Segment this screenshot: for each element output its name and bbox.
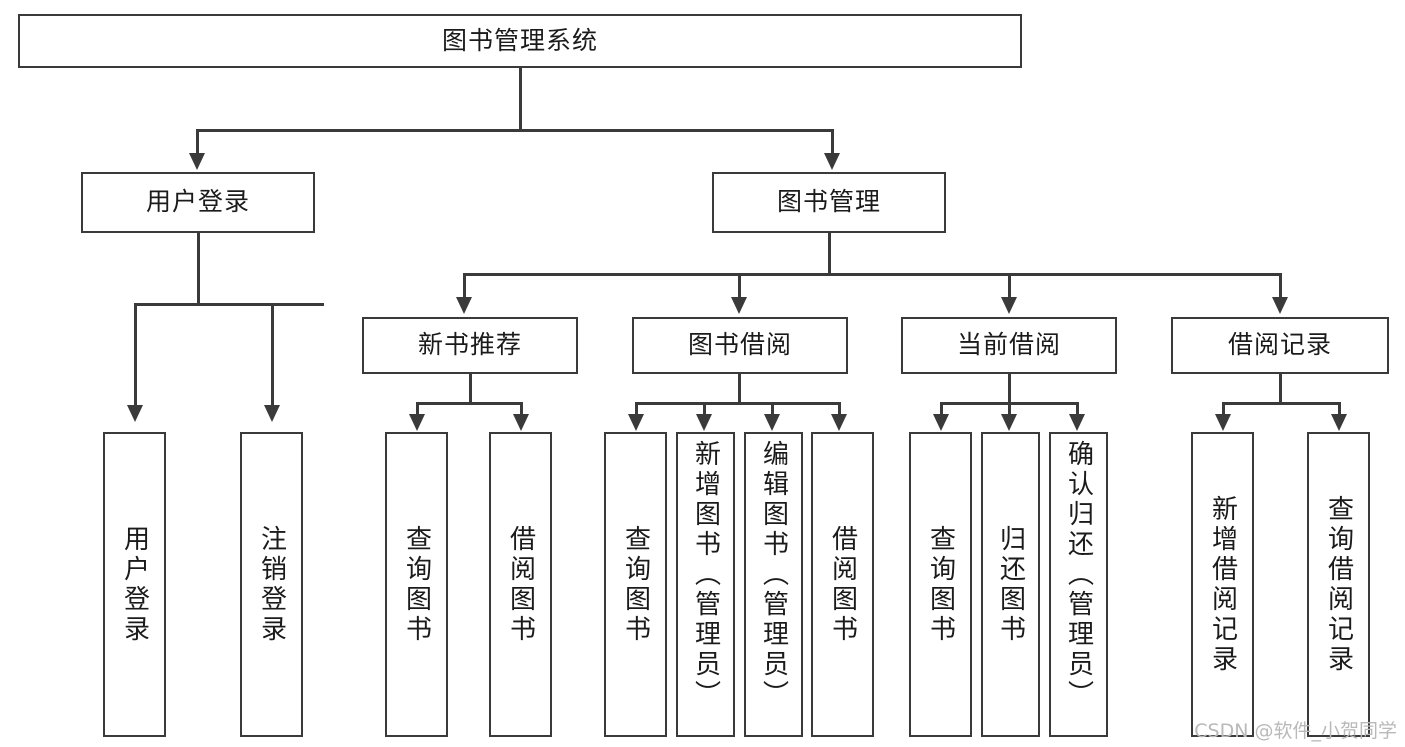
connector-bb-to-leaf-4 [838, 402, 841, 416]
leaf-br-add-record[interactable]: 新增借阅记录 [1191, 432, 1254, 737]
connector-nb-to-leaf-2 [520, 402, 523, 416]
leaf-cb-return-book[interactable]: 归还图书 [981, 432, 1040, 737]
connector-root-to-book-management [831, 129, 834, 155]
connector-br-to-leaf-1 [1222, 402, 1225, 416]
node-label: 查询图书 [925, 524, 956, 645]
node-label: 确认归还（管理员） [1063, 440, 1094, 710]
connector-book-management-bar [463, 273, 1279, 276]
connector-new-book-bar [416, 402, 522, 405]
arrow-head-bb-leaf-4 [831, 414, 847, 431]
arrow-head-cb-leaf-1 [933, 414, 949, 431]
leaf-logout[interactable]: 注销登录 [240, 432, 303, 737]
connector-cb-to-leaf-1 [940, 402, 943, 416]
node-book-borrow[interactable]: 图书借阅 [632, 317, 848, 374]
connector-book-borrow-stem [738, 374, 741, 404]
arrow-head-root-to-book-management [824, 153, 840, 170]
leaf-bb-add-book-admin[interactable]: 新增图书（管理员） [676, 432, 735, 737]
connector-borrow-record-stem [1279, 374, 1282, 404]
connector-bm-to-borrow-record [1279, 273, 1282, 299]
connector-bb-to-leaf-3 [771, 402, 774, 416]
connector-nb-to-leaf-1 [416, 402, 419, 416]
leaf-user-login[interactable]: 用户登录 [103, 432, 166, 737]
leaf-nb-borrow-book[interactable]: 借阅图书 [489, 432, 552, 737]
node-label: 新书推荐 [417, 330, 522, 360]
arrow-head-user-login-leaf-2 [264, 405, 280, 422]
connector-user-login-stem [197, 233, 200, 305]
node-label: 归还图书 [995, 524, 1026, 645]
node-label: 新增图书（管理员） [690, 440, 721, 710]
node-label: 用户登录 [145, 187, 250, 217]
connector-bm-to-current-borrow [1008, 273, 1011, 299]
node-label: 借阅图书 [827, 524, 858, 645]
arrow-head-bm-current-borrow [1001, 297, 1017, 314]
arrow-head-root-to-user-login [189, 153, 205, 170]
arrow-head-bb-leaf-2 [696, 414, 712, 431]
leaf-cb-query-book[interactable]: 查询图书 [909, 432, 972, 737]
node-label: 图书借阅 [687, 330, 792, 360]
connector-current-borrow-stem [1008, 374, 1011, 404]
node-label: 借阅记录 [1227, 330, 1332, 360]
leaf-bb-borrow-book[interactable]: 借阅图书 [811, 432, 874, 737]
connector-book-management-stem [828, 233, 831, 275]
leaf-br-query-record[interactable]: 查询借阅记录 [1307, 432, 1370, 737]
leaf-bb-query-book[interactable]: 查询图书 [604, 432, 667, 737]
connector-user-login-to-leaf-2 [271, 303, 274, 407]
arrow-head-br-leaf-2 [1331, 414, 1347, 431]
node-root-book-management-system[interactable]: 图书管理系统 [18, 14, 1022, 68]
connector-cb-to-leaf-2 [1008, 402, 1011, 416]
node-current-borrow[interactable]: 当前借阅 [901, 317, 1117, 374]
arrow-head-bm-borrow-record [1272, 297, 1288, 314]
arrow-head-bb-leaf-3 [764, 414, 780, 431]
connector-root-bar [196, 129, 833, 132]
connector-bm-to-book-borrow [738, 273, 741, 299]
connector-root-stem [519, 68, 522, 131]
node-label: 查询借阅记录 [1323, 494, 1354, 675]
leaf-nb-query-book[interactable]: 查询图书 [385, 432, 448, 737]
node-label: 当前借阅 [956, 330, 1061, 360]
node-book-management[interactable]: 图书管理 [712, 172, 946, 233]
node-label: 用户登录 [119, 524, 150, 645]
node-label: 借阅图书 [505, 524, 536, 645]
arrow-head-bm-book-borrow [731, 297, 747, 314]
connector-borrow-record-bar [1222, 402, 1338, 405]
arrow-head-cb-leaf-3 [1069, 414, 1085, 431]
connector-bb-to-leaf-1 [635, 402, 638, 416]
connector-bb-to-leaf-2 [703, 402, 706, 416]
node-label: 查询图书 [401, 524, 432, 645]
arrow-head-user-login-leaf-1 [127, 405, 143, 422]
arrow-head-nb-leaf-1 [409, 414, 425, 431]
connector-user-login-to-leaf-1 [134, 303, 137, 407]
leaf-bb-edit-book-admin[interactable]: 编辑图书（管理员） [744, 432, 803, 737]
connector-book-borrow-bar [635, 402, 840, 405]
arrow-head-br-leaf-1 [1215, 414, 1231, 431]
arrow-head-bm-new-book [456, 297, 472, 314]
node-label: 查询图书 [620, 524, 651, 645]
connector-br-to-leaf-2 [1338, 402, 1341, 416]
node-label: 注销登录 [256, 524, 287, 645]
node-new-book-recommend[interactable]: 新书推荐 [362, 317, 578, 374]
node-label: 图书管理系统 [441, 25, 598, 55]
arrow-head-bb-leaf-1 [628, 414, 644, 431]
arrow-head-nb-leaf-2 [513, 414, 529, 431]
node-label: 图书管理 [776, 187, 881, 217]
connector-cb-to-leaf-3 [1076, 402, 1079, 416]
arrow-head-cb-leaf-2 [1001, 414, 1017, 431]
connector-new-book-stem [469, 374, 472, 404]
node-user-login[interactable]: 用户登录 [81, 172, 315, 233]
leaf-cb-confirm-return-admin[interactable]: 确认归还（管理员） [1049, 432, 1108, 737]
connector-user-login-bar [134, 303, 324, 306]
node-label: 编辑图书（管理员） [758, 440, 789, 710]
connector-bm-to-new-book [463, 273, 466, 299]
node-borrow-record[interactable]: 借阅记录 [1171, 317, 1389, 374]
node-label: 新增借阅记录 [1207, 494, 1238, 675]
connector-root-to-user-login [196, 129, 199, 155]
